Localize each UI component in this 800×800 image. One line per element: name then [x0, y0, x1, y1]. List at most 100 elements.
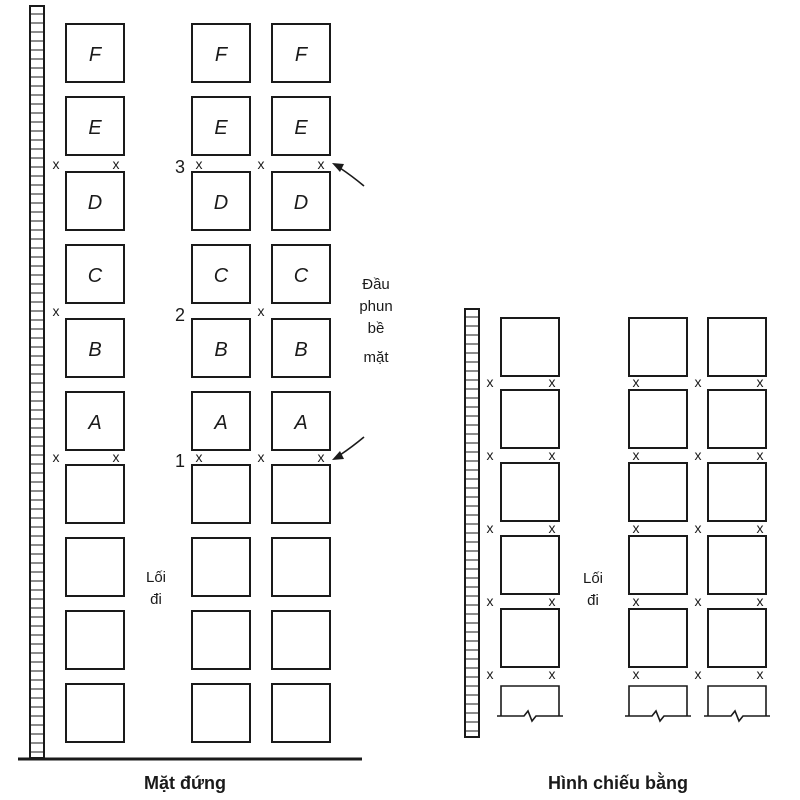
storage-box	[500, 608, 560, 668]
storage-box	[707, 462, 767, 522]
storage-box	[628, 608, 688, 668]
break-line	[497, 685, 563, 723]
sprinkler-mark: x	[549, 593, 556, 609]
sprinkler-label-line: bề	[368, 320, 385, 337]
storage-box	[628, 462, 688, 522]
sprinkler-mark: x	[53, 449, 60, 465]
elevation-rack-middle: F E D C B A	[191, 23, 251, 743]
plan-rack-left	[497, 317, 563, 723]
aisle-label-line: Lối	[146, 569, 166, 586]
plan-rack-right	[704, 317, 770, 723]
tier-label-b: B	[214, 339, 227, 361]
sprinkler-label: Đầu phun bề mặt	[359, 276, 392, 366]
elevation-rack-left: F E D C B A	[65, 23, 125, 743]
storage-box	[65, 244, 125, 304]
storage-box	[65, 391, 125, 451]
sprinkler-mark: x	[757, 666, 764, 682]
sprinkler-mark: x	[487, 447, 494, 463]
sprinkler-label-line: Đầu	[362, 276, 390, 293]
elevation-wall-hatching	[30, 13, 44, 753]
storage-box	[271, 96, 331, 156]
sprinkler-mark: x	[487, 374, 494, 390]
sprinkler-mark: x	[113, 449, 120, 465]
storage-box	[707, 389, 767, 449]
storage-box	[500, 317, 560, 377]
sprinkler-mark: x	[633, 520, 640, 536]
sprinkler-arrow-upper	[332, 163, 365, 187]
storage-box	[191, 171, 251, 231]
storage-box	[271, 23, 331, 83]
sprinkler-mark: x	[633, 593, 640, 609]
sprinkler-mark: x	[258, 156, 265, 172]
storage-box	[628, 389, 688, 449]
tier-label-c: C	[214, 265, 229, 287]
plan-wall	[464, 308, 480, 738]
tier-label-a: A	[213, 412, 227, 434]
storage-box	[65, 683, 125, 743]
storage-box	[65, 23, 125, 83]
sprinkler-mark: x	[695, 593, 702, 609]
break-line	[625, 685, 691, 723]
sprinkler-mark: x	[695, 374, 702, 390]
aisle-label-line: đi	[150, 591, 162, 608]
level-number-2: 2	[175, 305, 185, 325]
storage-box	[191, 23, 251, 83]
sprinkler-mark: x	[757, 447, 764, 463]
sprinkler-mark: x	[53, 303, 60, 319]
storage-box	[271, 683, 331, 743]
sprinkler-mark: x	[695, 447, 702, 463]
storage-box	[628, 317, 688, 377]
storage-box	[65, 318, 125, 378]
tier-label-d: D	[214, 192, 228, 214]
storage-box	[191, 537, 251, 597]
sprinkler-arrow-lower	[332, 436, 365, 460]
tier-label-a: A	[87, 412, 101, 434]
elevation-caption: Mặt đứng	[144, 773, 226, 793]
tier-label-b: B	[294, 339, 307, 361]
storage-box	[191, 391, 251, 451]
aisle-label-line: Lối	[583, 570, 603, 587]
tier-label-a: A	[293, 412, 307, 434]
storage-box	[628, 535, 688, 595]
sprinkler-mark: x	[113, 156, 120, 172]
plan-wall-hatching	[465, 316, 479, 732]
plan-rack-middle	[625, 317, 691, 723]
tier-label-e: E	[214, 117, 228, 139]
tier-label-c: C	[294, 265, 309, 287]
storage-box	[271, 610, 331, 670]
sprinkler-mark: x	[633, 666, 640, 682]
storage-box	[65, 464, 125, 524]
tier-label-c: C	[88, 265, 103, 287]
tier-label-e: E	[88, 117, 102, 139]
storage-box	[65, 610, 125, 670]
sprinkler-mark: x	[757, 593, 764, 609]
sprinkler-mark: x	[549, 520, 556, 536]
sprinkler-label-line: phun	[359, 298, 392, 315]
storage-box	[65, 171, 125, 231]
sprinkler-mark: x	[633, 447, 640, 463]
elevation-rack-right: F E D C B A	[271, 23, 331, 743]
storage-box	[65, 537, 125, 597]
tier-label-d: D	[294, 192, 308, 214]
storage-box	[191, 683, 251, 743]
aisle-label-line: đi	[587, 592, 599, 609]
tier-label-e: E	[294, 117, 308, 139]
storage-box	[707, 535, 767, 595]
sprinkler-mark: x	[258, 303, 265, 319]
storage-box	[500, 535, 560, 595]
sprinkler-mark: x	[757, 520, 764, 536]
tier-label-b: B	[88, 339, 101, 361]
storage-box	[500, 389, 560, 449]
tier-label-f: F	[215, 44, 229, 66]
sprinkler-mark: x	[549, 666, 556, 682]
level-number-3: 3	[175, 157, 185, 177]
level-number-1: 1	[175, 451, 185, 471]
sprinkler-mark: x	[258, 449, 265, 465]
sprinkler-mark: x	[487, 593, 494, 609]
storage-box	[707, 608, 767, 668]
elevation-wall	[29, 5, 45, 759]
storage-box	[271, 244, 331, 304]
